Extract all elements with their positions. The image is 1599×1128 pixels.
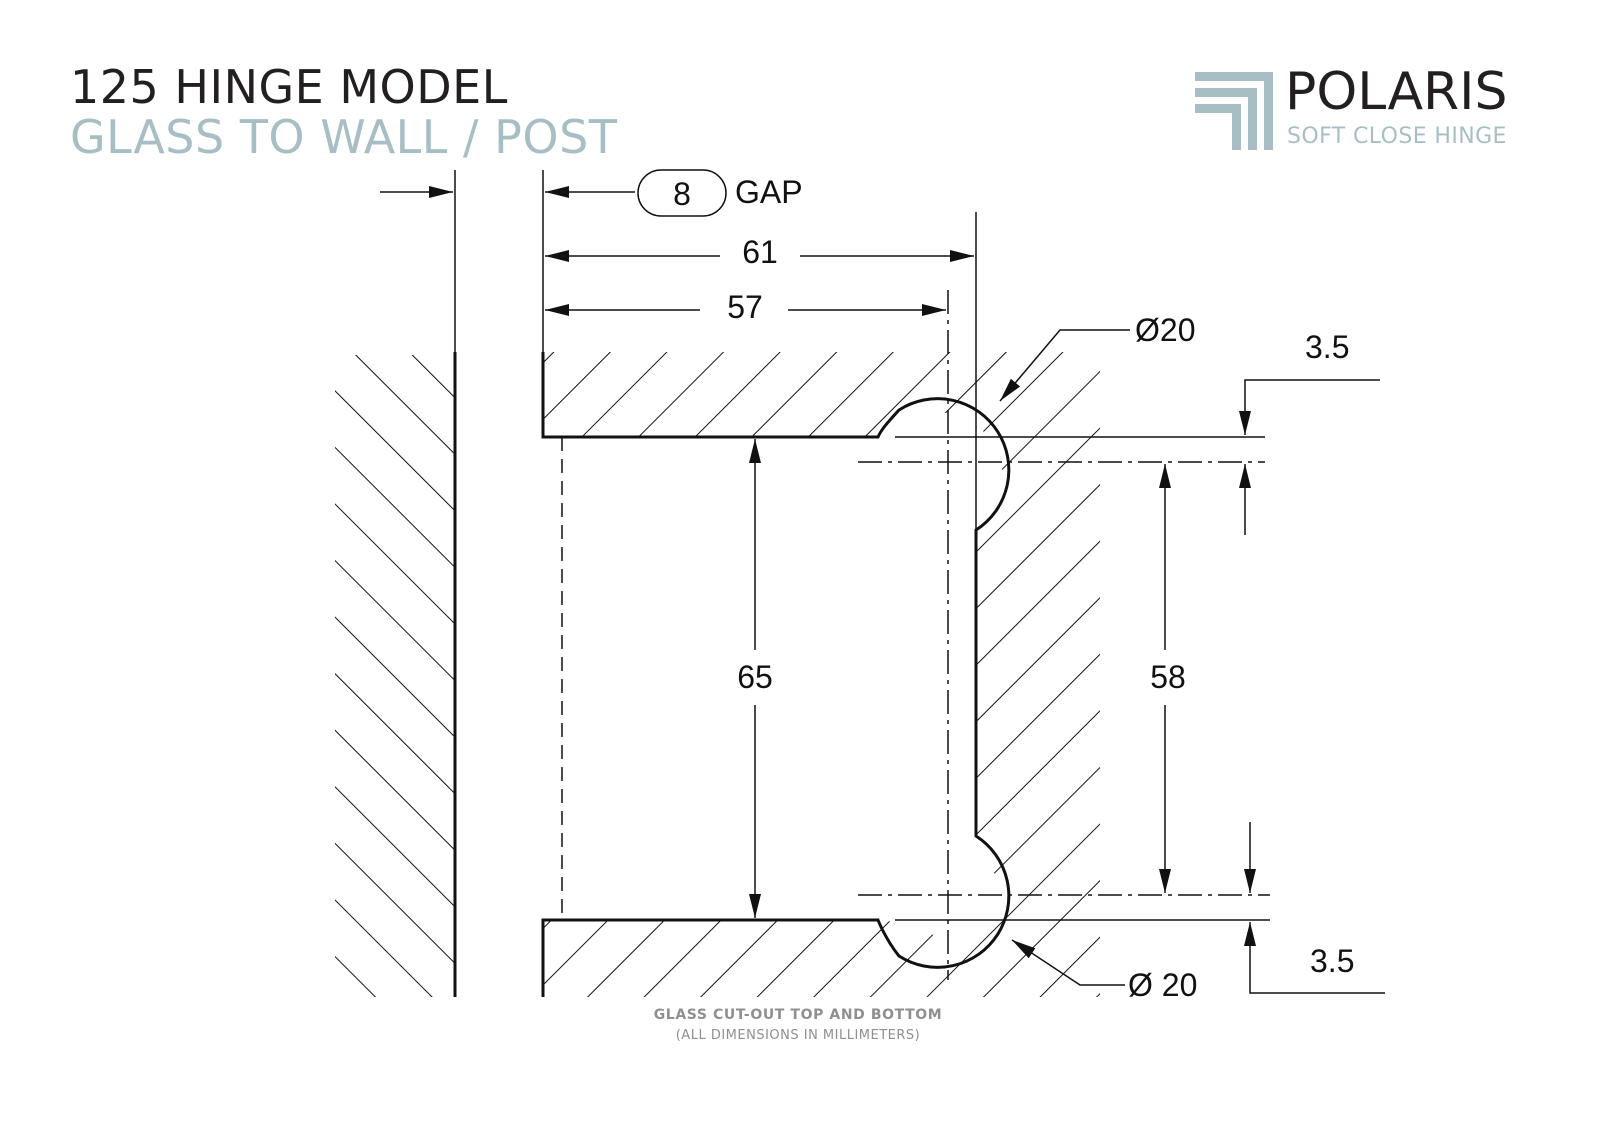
offset-top-label: 3.5 <box>1305 329 1349 365</box>
drawing-subtitle: GLASS TO WALL / POST <box>70 110 618 164</box>
diameter-top-label: Ø20 <box>1135 312 1195 348</box>
gap-value-box <box>637 169 727 217</box>
cutout-note: GLASS CUT-OUT TOP AND BOTTOM <box>653 1007 943 1023</box>
dim-57: 57 <box>727 289 763 325</box>
glass-section <box>541 352 1100 997</box>
offset-bottom-label: 3.5 <box>1310 943 1354 979</box>
gap-label: GAP <box>735 174 803 210</box>
dimension-lines <box>380 186 1385 994</box>
gap-value: 8 <box>673 176 691 212</box>
dim-65: 65 <box>737 659 773 695</box>
dim-58: 58 <box>1150 659 1186 695</box>
brand-name: POLARIS <box>1285 62 1508 122</box>
extension-lines <box>454 170 977 530</box>
brand-tagline: SOFT CLOSE HINGE <box>1287 124 1507 149</box>
center-lines <box>561 290 1270 980</box>
dimension-labels: 8 GAP 61 57 65 58 Ø20 Ø 20 3.5 3.5 <box>673 174 1354 1003</box>
drawing-title: 125 HINGE MODEL <box>70 60 508 114</box>
wall-section <box>335 330 460 997</box>
diameter-bottom-label: Ø 20 <box>1128 967 1197 1003</box>
polaris-logo-icon <box>1195 72 1273 150</box>
dim-61: 61 <box>742 234 778 270</box>
units-note: (ALL DIMENSIONS IN MILLIMETERS) <box>675 1028 921 1043</box>
